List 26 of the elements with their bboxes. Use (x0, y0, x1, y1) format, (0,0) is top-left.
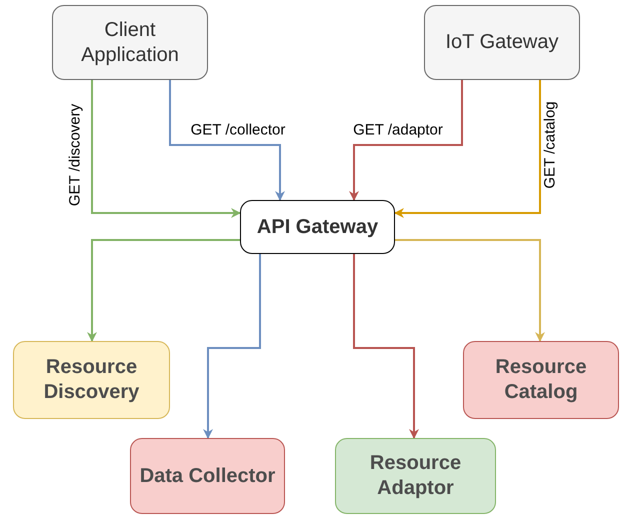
client-box (52, 5, 208, 80)
arrow (91, 80, 241, 218)
arrow (353, 254, 419, 439)
node-label: Resource Discovery (42, 355, 140, 405)
arrow (203, 254, 261, 439)
edge-label: GET /catalog (542, 99, 558, 191)
arrow (87, 239, 240, 342)
gateway-box (424, 5, 580, 80)
service-box (13, 341, 170, 419)
node-label: Client Application (80, 18, 180, 68)
arrow (349, 80, 463, 201)
node-label: API Gateway (256, 214, 380, 240)
gateway-box (240, 200, 395, 254)
arrow (395, 239, 545, 342)
service-box (463, 341, 619, 419)
service-box (130, 438, 285, 514)
edge-label: GET /discovery (68, 102, 82, 208)
arrow (169, 80, 285, 201)
node-label: Resource Catalog (494, 355, 588, 405)
edge-label: GET /collector (188, 122, 288, 138)
node-label: Resource Adaptor (368, 451, 462, 501)
node-label: IoT Gateway (444, 30, 560, 55)
node-label: Data Collector (138, 464, 276, 488)
arrow (394, 80, 541, 218)
service-box (335, 438, 496, 514)
edge-label: GET /adaptor (351, 122, 445, 138)
